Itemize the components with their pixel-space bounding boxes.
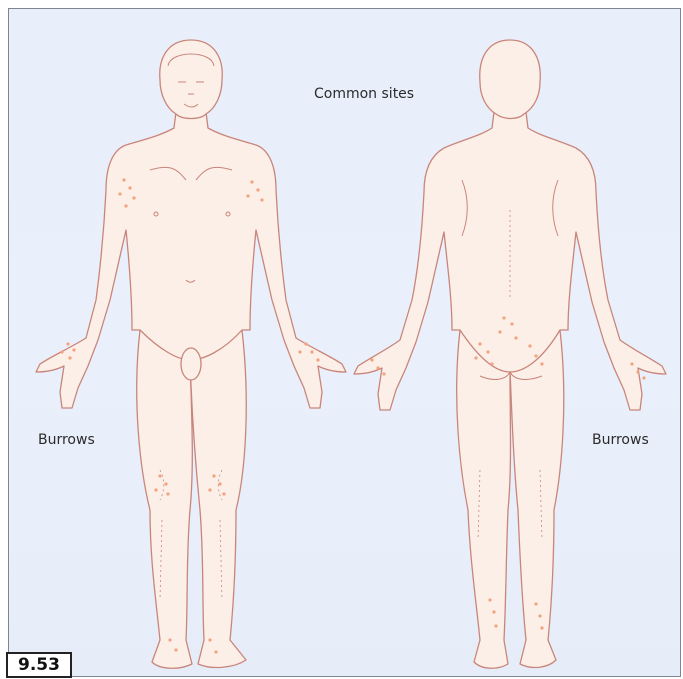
front-figure: [36, 40, 346, 668]
figure-number: 9.53: [6, 652, 72, 678]
burrows-label-left: Burrows: [38, 432, 95, 448]
burrows-label-right: Burrows: [592, 432, 649, 448]
common-sites-label: Common sites: [314, 86, 414, 102]
back-figure: [354, 40, 666, 668]
